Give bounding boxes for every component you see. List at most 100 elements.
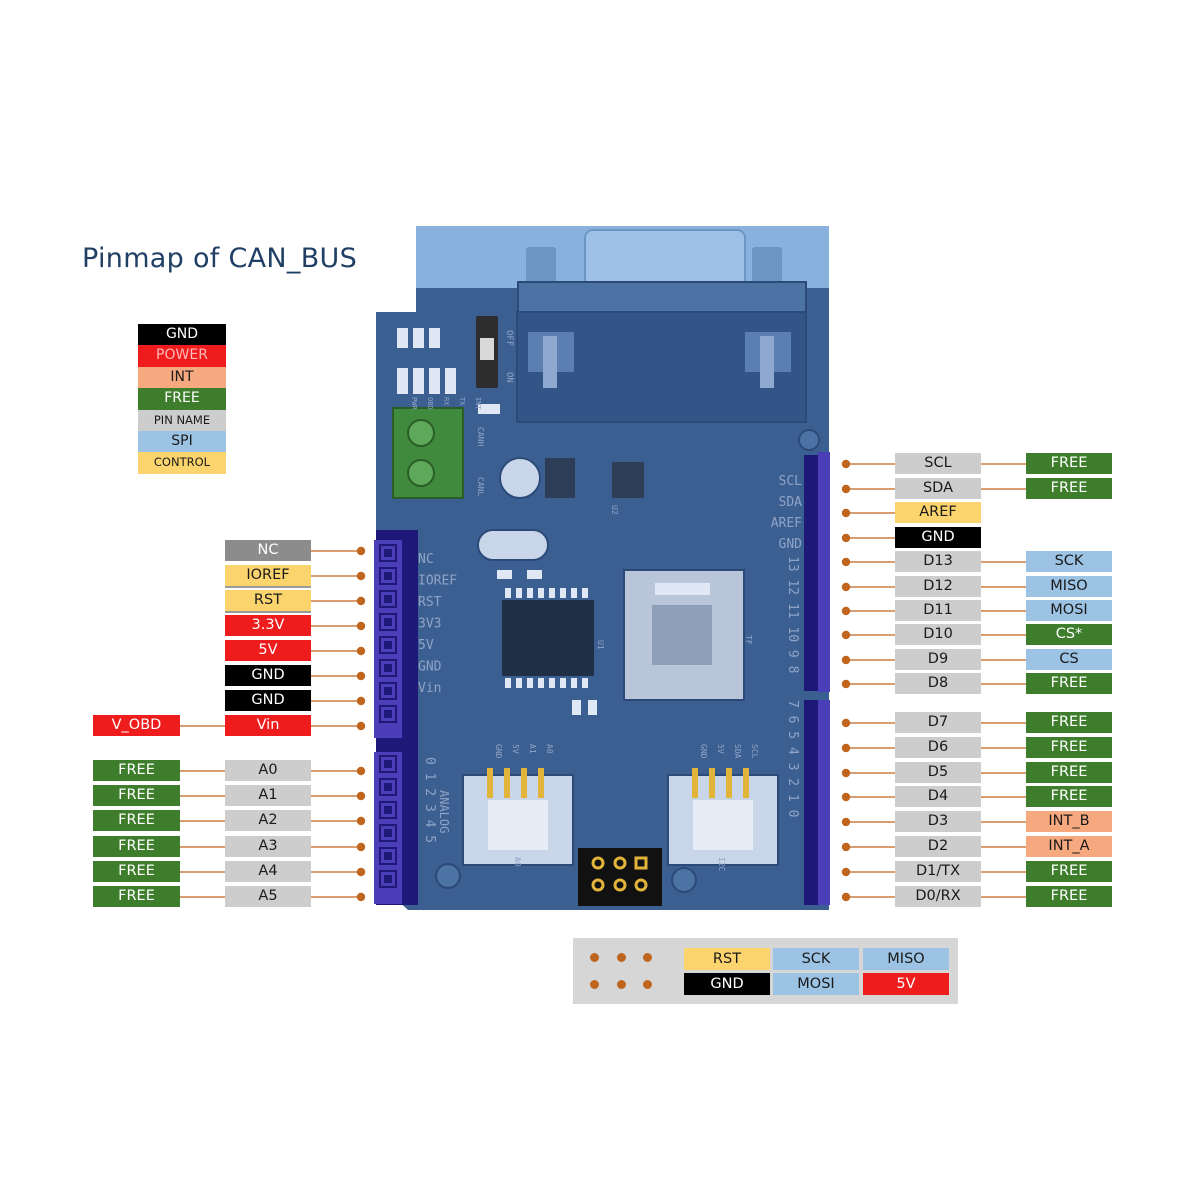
isp-header-pins	[591, 856, 648, 892]
pin-label-3-3v: 3.3V	[225, 615, 311, 636]
pin-label-scl: SCL	[895, 453, 981, 474]
legend-int: INT	[138, 366, 226, 389]
silk-power-pin: GND	[418, 660, 442, 675]
header-pin	[379, 755, 397, 773]
page-title: Pinmap of CAN_BUS	[82, 243, 358, 274]
legend-pin-name: PIN NAME	[138, 409, 226, 431]
function-label-free: FREE	[93, 810, 180, 831]
connector-dot	[841, 817, 851, 827]
connector-dot	[841, 892, 851, 902]
header-pin	[379, 801, 397, 819]
pin-label-d13: D13	[895, 551, 981, 572]
function-label-free: FREE	[93, 836, 180, 857]
silk-u1: U1	[596, 640, 605, 650]
pin-label-d3: D3	[895, 811, 981, 832]
silk-digital-upper: 13 12 11 10 9 8	[785, 556, 800, 673]
header-pin	[379, 870, 397, 888]
function-label-sck: SCK	[1026, 551, 1112, 572]
pin-label-a0: A0	[225, 760, 311, 781]
connector-dot	[841, 557, 851, 567]
connector-dot	[841, 533, 851, 543]
header-pin-hole	[384, 618, 392, 626]
function-label-free: FREE	[93, 760, 180, 781]
grove-a0-latch	[488, 800, 548, 850]
connector-dot	[356, 671, 366, 681]
isp-dot	[643, 953, 652, 962]
silk-right-pin: SCL	[779, 474, 803, 489]
pin-label-d11: D11	[895, 600, 981, 621]
silk-grove-pin: A1	[528, 744, 537, 754]
chip-u1	[502, 600, 594, 676]
smd-led	[478, 404, 500, 414]
pin-label-a1: A1	[225, 785, 311, 806]
silk-led-label: PWR	[410, 397, 418, 410]
function-label-free: FREE	[1026, 861, 1112, 882]
pin-label-nc: NC	[225, 540, 311, 561]
silk-grove-pin: GND	[699, 744, 708, 759]
pin-label-d7: D7	[895, 712, 981, 733]
grove-pin	[487, 768, 493, 798]
connector-dot	[356, 696, 366, 706]
isp-dot	[617, 980, 626, 989]
isp-dot	[643, 980, 652, 989]
connector-dot	[356, 596, 366, 606]
header-pin-hole	[384, 572, 392, 580]
silk-power-pin: NC	[418, 552, 434, 567]
connector-dot	[841, 842, 851, 852]
legend-free: FREE	[138, 388, 226, 410]
pin-label-5v: 5V	[225, 640, 311, 661]
connector-dot	[356, 766, 366, 776]
header-pin	[379, 824, 397, 842]
connector-dot	[841, 743, 851, 753]
silk-led-label: TX	[458, 397, 466, 406]
connector-dot	[356, 721, 366, 731]
pin-label-sda: SDA	[895, 478, 981, 499]
isp-dot	[590, 953, 599, 962]
header-pin	[379, 544, 397, 562]
header-pin	[379, 613, 397, 631]
pin-label-gnd: GND	[895, 527, 981, 548]
header-pin-hole	[384, 852, 392, 860]
function-label-v-obd: V_OBD	[93, 715, 180, 736]
connector-dot	[841, 718, 851, 728]
connector-dot	[841, 655, 851, 665]
connector-dot	[841, 582, 851, 592]
header-pin-hole	[384, 829, 392, 837]
pin-label-d6: D6	[895, 737, 981, 758]
header-pin-hole	[384, 760, 392, 768]
function-label-mosi: MOSI	[1026, 600, 1112, 621]
function-label-free: FREE	[1026, 478, 1112, 499]
grove-pin	[692, 768, 698, 798]
connector-dot	[356, 571, 366, 581]
chip-u1-pins	[505, 588, 588, 688]
mounting-hole-right	[798, 429, 820, 451]
pin-label-d4: D4	[895, 786, 981, 807]
silk-power-pin: RST	[418, 595, 442, 610]
connector-dots	[356, 459, 851, 902]
pin-label-d1-tx: D1/TX	[895, 861, 981, 882]
header-pin-hole	[384, 687, 392, 695]
connector-dot	[841, 792, 851, 802]
connector-dot	[356, 892, 366, 902]
header-pin-hole	[384, 595, 392, 603]
header-pin-hole	[384, 664, 392, 672]
pin-label-d10: D10	[895, 624, 981, 645]
function-label-free: FREE	[1026, 673, 1112, 694]
connector-dot	[356, 842, 366, 852]
silk-tf: TF	[744, 635, 753, 645]
connector-dot	[356, 867, 366, 877]
silk-switch-off: OFF	[504, 330, 514, 346]
silk-switch-on: ON	[504, 372, 514, 383]
function-label-free: FREE	[1026, 453, 1112, 474]
silk-grove-pin: 5V	[716, 744, 725, 754]
silk-grove-pin: SCL	[750, 744, 759, 759]
function-label-cs: CS	[1026, 649, 1112, 670]
pin-label-d2: D2	[895, 836, 981, 857]
function-label-int-b: INT_B	[1026, 811, 1112, 832]
isp-header-map: RST SCK MISO GND MOSI 5V	[573, 938, 958, 1004]
silk-led-label: RX	[442, 397, 450, 406]
power-header	[374, 540, 402, 738]
isp-miso: MISO	[863, 948, 949, 970]
